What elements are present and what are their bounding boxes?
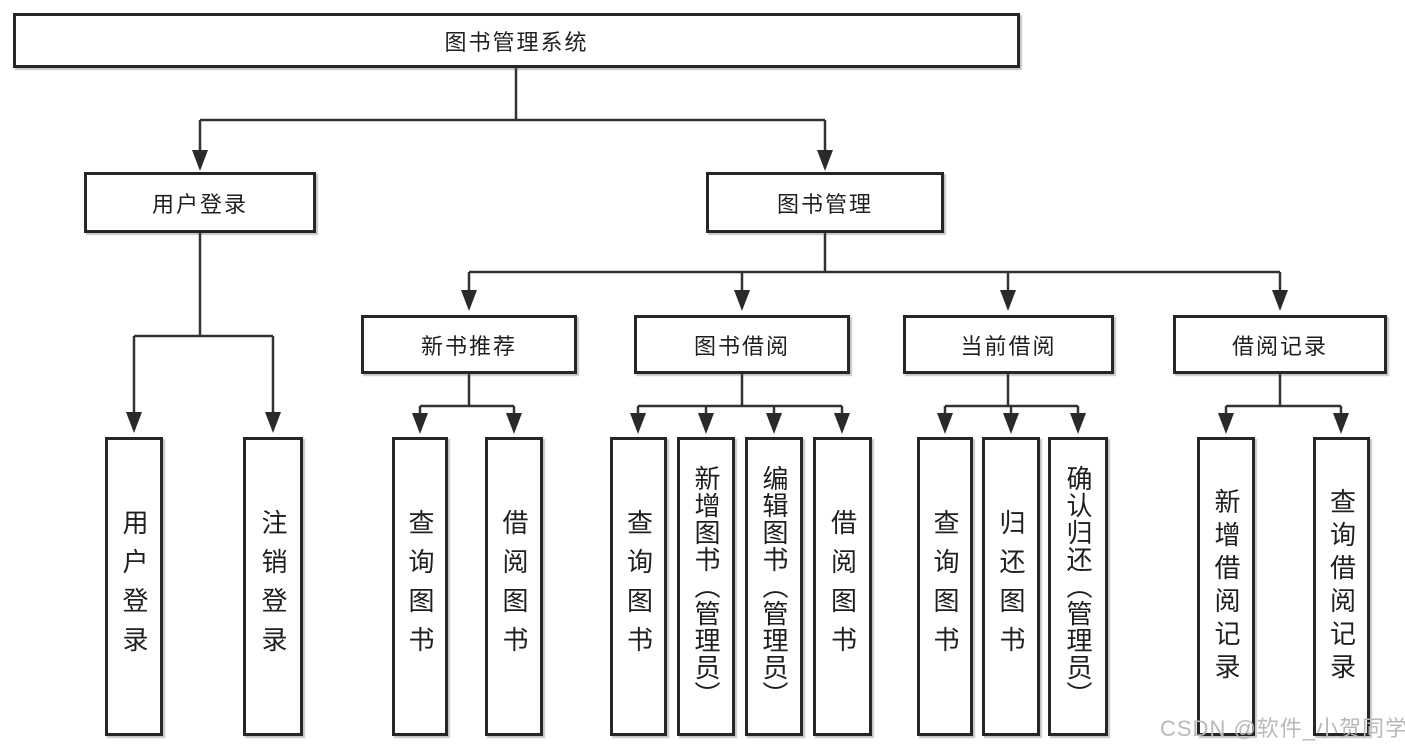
leaf-add-borrow-record: 新增借阅记录 — [1197, 437, 1255, 736]
leaf-query-books-borrow: 查询图书 — [610, 437, 667, 736]
leaf-borrow-books-recommend: 借阅图书 — [485, 437, 543, 736]
node-borrow-record: 借阅记录 — [1173, 315, 1387, 374]
leaf-add-books-admin: 新增图书（管理员） — [677, 437, 735, 736]
connector-newbook-to-leaves — [418, 374, 516, 415]
node-user-login: 用户登录 — [84, 172, 316, 233]
leaf-return-books: 归还图书 — [982, 437, 1040, 736]
node-current-borrow: 当前借阅 — [903, 315, 1114, 374]
leaf-edit-books-admin: 编辑图书（管理员） — [745, 437, 803, 736]
connector-borrowrecord-to-leaves — [1224, 374, 1343, 415]
node-book-borrow: 图书借阅 — [634, 315, 850, 374]
node-new-book-recommend: 新书推荐 — [361, 315, 577, 374]
connector-currentborrow-to-leaves — [943, 374, 1080, 415]
leaf-query-books-current: 查询图书 — [917, 437, 973, 736]
leaf-logout: 注销登录 — [243, 437, 303, 736]
leaf-confirm-return-admin: 确认归还（管理员） — [1048, 437, 1108, 736]
arrowheads — [126, 150, 1349, 434]
leaf-query-borrow-record: 查询借阅记录 — [1313, 437, 1370, 736]
node-book-management: 图书管理 — [706, 172, 944, 233]
leaf-query-books-recommend: 查询图书 — [392, 437, 448, 736]
leaf-borrow-books: 借阅图书 — [813, 437, 872, 736]
connector-userlogin-to-leaves — [132, 233, 275, 414]
node-root-system: 图书管理系统 — [13, 13, 1020, 68]
csdn-watermark: CSDN @软件_小贺同学 — [1160, 716, 1405, 741]
connector-bookborrow-to-leaves — [636, 374, 844, 415]
leaf-user-login: 用户登录 — [105, 437, 163, 736]
connector-bookmgmt-to-level3 — [467, 233, 1282, 292]
connector-root-to-level2 — [198, 68, 827, 152]
